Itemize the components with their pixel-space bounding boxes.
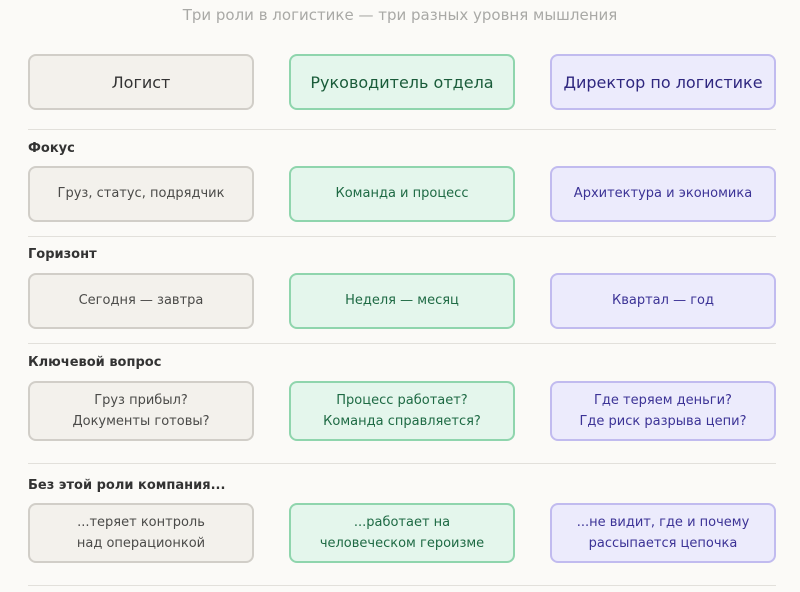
section-row-focus: Груз, статус, подрядчик Команда и процес… xyxy=(28,166,776,222)
role-department-head: Руководитель отдела xyxy=(289,54,515,110)
diagram-title: Три роли в логистике — три разных уровня… xyxy=(182,6,618,24)
cell-logist-horizon: Сегодня — завтра xyxy=(28,273,254,329)
divider xyxy=(28,585,776,586)
section-label-focus: Фокус xyxy=(28,141,75,156)
cell-director-horizon: Квартал — год xyxy=(550,273,776,329)
role-header-row: Логист Руководитель отдела Директор по л… xyxy=(28,54,776,110)
cell-head-horizon: Неделя — месяц xyxy=(289,273,515,329)
cell-logist-focus: Груз, статус, подрядчик xyxy=(28,166,254,222)
role-logist: Логист xyxy=(28,54,254,110)
divider xyxy=(28,236,776,237)
cell-logist-key-question: Груз прибыл?Документы готовы? xyxy=(28,381,254,441)
cell-head-key-question: Процесс работает?Команда справляется? xyxy=(289,381,515,441)
role-logistics-director: Директор по логистике xyxy=(550,54,776,110)
section-row-horizon: Сегодня — завтра Неделя — месяц Квартал … xyxy=(28,273,776,329)
cell-head-focus: Команда и процесс xyxy=(289,166,515,222)
divider xyxy=(28,343,776,344)
section-label-horizon: Горизонт xyxy=(28,247,97,262)
divider xyxy=(28,463,776,464)
section-label-without-role: Без этой роли компания... xyxy=(28,478,226,493)
cell-director-key-question: Где теряем деньги?Где риск разрыва цепи? xyxy=(550,381,776,441)
section-row-key-question: Груз прибыл?Документы готовы? Процесс ра… xyxy=(28,381,776,441)
divider xyxy=(28,129,776,130)
section-label-key-question: Ключевой вопрос xyxy=(28,355,162,370)
cell-director-focus: Архитектура и экономика xyxy=(550,166,776,222)
